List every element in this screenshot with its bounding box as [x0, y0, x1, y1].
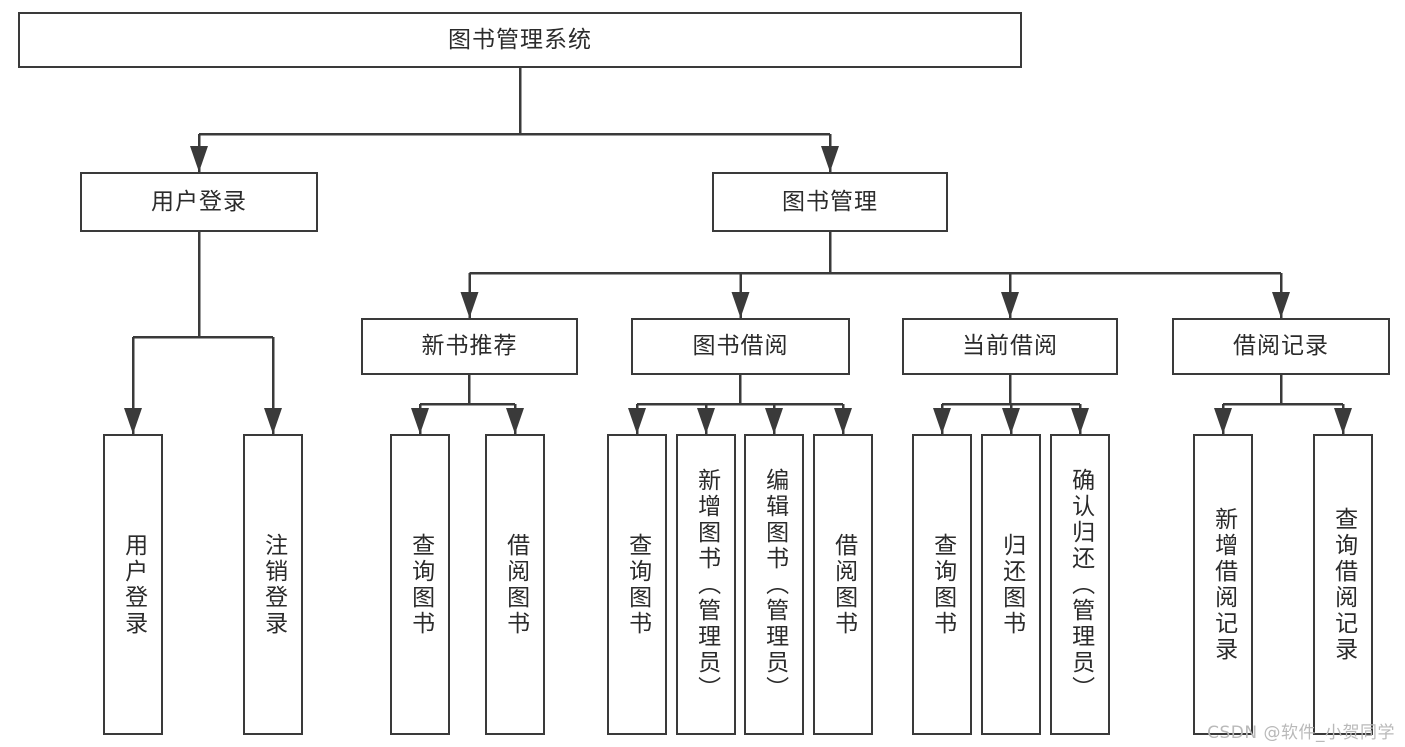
node-current-borrow[interactable]: 当前借阅: [902, 318, 1118, 375]
node-leaf-add-book-admin[interactable]: 新增图书（管理员）: [676, 434, 736, 735]
node-borrow-record[interactable]: 借阅记录: [1172, 318, 1390, 375]
node-root[interactable]: 图书管理系统: [18, 12, 1022, 68]
arrowhead-leaf-query-book-borrow: [628, 408, 646, 434]
node-label: 查询借阅记录: [1330, 506, 1357, 663]
node-leaf-confirm-return-admin[interactable]: 确认归还（管理员）: [1050, 434, 1110, 735]
arrowhead-book-management: [821, 146, 839, 172]
arrowhead-leaf-borrow-book-rec: [506, 408, 524, 434]
arrowhead-leaf-borrow-book: [834, 408, 852, 434]
node-label: 归还图书: [998, 532, 1025, 637]
arrowhead-leaf-query-borrow-record: [1334, 408, 1352, 434]
node-label: 借阅记录: [1233, 333, 1329, 360]
node-label: 查询图书: [624, 532, 651, 637]
node-user-login[interactable]: 用户登录: [80, 172, 318, 232]
node-label: 借阅图书: [502, 532, 529, 637]
arrowhead-current-borrow: [1001, 292, 1019, 318]
node-leaf-edit-book-admin[interactable]: 编辑图书（管理员）: [744, 434, 804, 735]
arrowhead-book-borrow: [731, 292, 750, 318]
node-label: 图书管理: [782, 188, 878, 215]
node-label: 图书管理系统: [448, 26, 592, 53]
node-label: 查询图书: [407, 532, 434, 637]
arrowhead-leaf-query-book-rec: [411, 408, 429, 434]
node-leaf-query-borrow-record[interactable]: 查询借阅记录: [1313, 434, 1373, 735]
node-book-borrow[interactable]: 图书借阅: [631, 318, 850, 375]
node-label: 新增图书（管理员）: [693, 467, 720, 702]
node-label: 图书借阅: [692, 333, 789, 360]
arrowhead-leaf-confirm-return-admin: [1071, 408, 1089, 434]
node-label: 确认归还（管理员）: [1067, 467, 1094, 702]
node-leaf-borrow-book-rec[interactable]: 借阅图书: [485, 434, 545, 735]
arrowhead-leaf-add-borrow-record: [1214, 408, 1232, 434]
arrowhead-leaf-query-book-current: [933, 408, 951, 434]
node-label: 新增借阅记录: [1210, 506, 1237, 663]
node-leaf-user-login[interactable]: 用户登录: [103, 434, 163, 735]
arrowhead-leaf-edit-book-admin: [765, 408, 783, 434]
node-new-book-recommend[interactable]: 新书推荐: [361, 318, 578, 375]
node-leaf-query-book-rec[interactable]: 查询图书: [390, 434, 450, 735]
arrowhead-new-book-recommend: [460, 292, 479, 318]
node-label: 借阅图书: [830, 532, 857, 637]
node-leaf-add-borrow-record[interactable]: 新增借阅记录: [1193, 434, 1253, 735]
arrowhead-leaf-return-book: [1002, 408, 1020, 434]
arrowhead-leaf-user-login: [124, 408, 142, 434]
arrowhead-user-login: [190, 146, 208, 172]
node-leaf-borrow-book[interactable]: 借阅图书: [813, 434, 873, 735]
arrowhead-leaf-user-logout: [264, 408, 282, 434]
node-label: 查询图书: [929, 532, 956, 637]
node-label: 注销登录: [260, 532, 287, 637]
arrowhead-borrow-record: [1272, 292, 1290, 318]
node-leaf-query-book-current[interactable]: 查询图书: [912, 434, 972, 735]
node-label: 当前借阅: [962, 333, 1058, 360]
node-label: 编辑图书（管理员）: [761, 467, 788, 702]
node-leaf-return-book[interactable]: 归还图书: [981, 434, 1041, 735]
node-leaf-query-book-borrow[interactable]: 查询图书: [607, 434, 667, 735]
node-label: 用户登录: [120, 532, 147, 637]
node-book-management[interactable]: 图书管理: [712, 172, 948, 232]
node-label: 用户登录: [151, 188, 247, 215]
node-label: 新书推荐: [421, 333, 518, 360]
arrowhead-leaf-add-book-admin: [697, 408, 715, 434]
node-leaf-user-logout[interactable]: 注销登录: [243, 434, 303, 735]
